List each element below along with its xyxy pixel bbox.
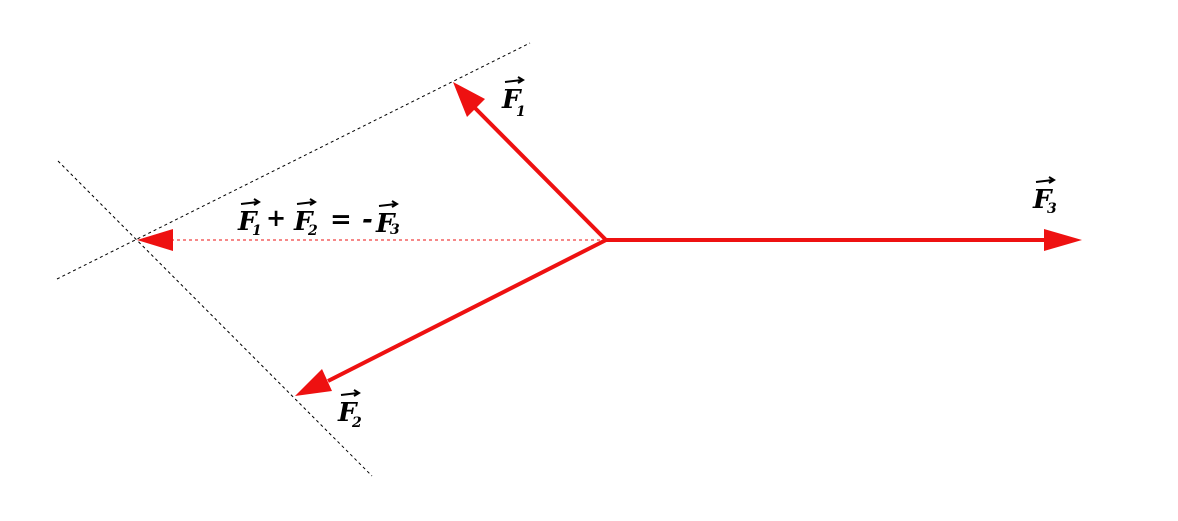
label-f3: F 3 bbox=[1032, 176, 1057, 217]
svg-text:F: F bbox=[237, 207, 258, 237]
label-f2-sub: 2 bbox=[351, 415, 362, 431]
equation-f2-vector-arrow-icon bbox=[296, 201, 315, 205]
equation-plus: + bbox=[266, 203, 286, 232]
label-f1-vector-arrow-icon bbox=[504, 79, 523, 83]
equation-f3-vector-arrow-icon bbox=[378, 203, 397, 207]
label-f2-vector-arrow-icon bbox=[340, 392, 359, 396]
svg-text:F: F bbox=[375, 209, 396, 239]
resultant-arrowhead bbox=[137, 229, 173, 251]
equation-term-f2: F 2 bbox=[293, 198, 318, 239]
equation-f1-vector-arrow-icon bbox=[240, 201, 259, 205]
equation-minus: - bbox=[362, 205, 373, 235]
svg-text:1: 1 bbox=[252, 223, 262, 239]
vector-f3-arrowhead bbox=[1044, 229, 1082, 251]
construction-line-parallel-f2-top bbox=[56, 42, 531, 280]
vector-f2-arrowhead bbox=[295, 369, 332, 396]
label-f2: F 2 bbox=[337, 389, 362, 431]
svg-text:3: 3 bbox=[390, 222, 400, 238]
label-f3-base: F bbox=[1032, 185, 1053, 215]
label-f1-base: F bbox=[501, 85, 522, 115]
construction-line-parallel-f1-left bbox=[57, 160, 373, 477]
label-f3-sub: 3 bbox=[1047, 201, 1057, 217]
svg-text:F: F bbox=[293, 207, 314, 237]
label-f1: F 1 bbox=[501, 76, 526, 120]
equation-term-f1: F 1 bbox=[237, 198, 262, 239]
vector-f1-arrowhead bbox=[453, 82, 485, 117]
svg-text:2: 2 bbox=[307, 223, 318, 239]
label-f1-sub: 1 bbox=[516, 104, 526, 120]
label-f3-vector-arrow-icon bbox=[1035, 179, 1054, 183]
label-f2-base: F bbox=[337, 398, 358, 428]
equation-term-f3: F 3 bbox=[375, 200, 400, 239]
vector-f2-line bbox=[327, 238, 607, 383]
vector-f1-line bbox=[472, 105, 608, 242]
equation-label: F 1 + F 2 = - F 3 bbox=[237, 198, 400, 239]
equation-equals: = bbox=[330, 205, 352, 235]
